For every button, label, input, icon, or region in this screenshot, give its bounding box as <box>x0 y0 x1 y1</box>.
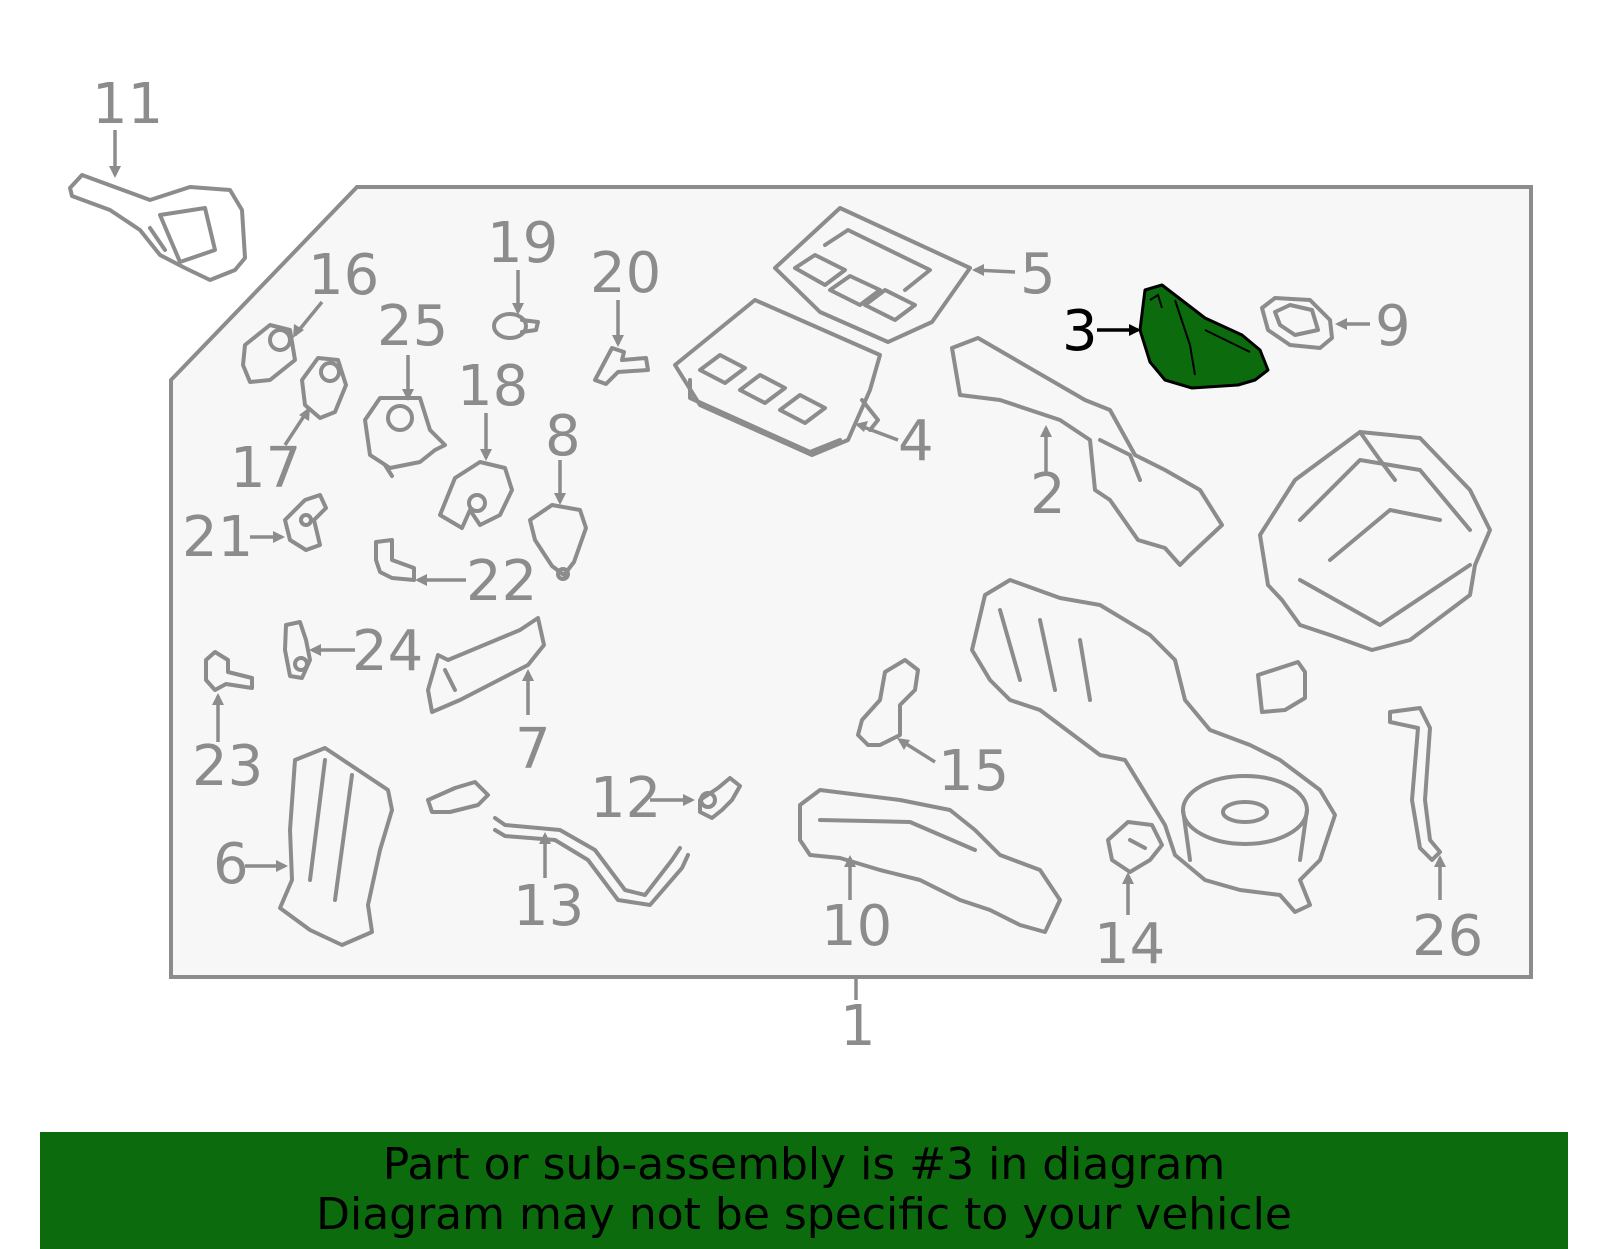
callout-4: 4 <box>898 409 934 474</box>
part-18 <box>438 460 514 530</box>
callout-17: 17 <box>230 436 301 501</box>
callout-26: 26 <box>1412 904 1483 969</box>
banner-line-1: Part or sub-assembly is #3 in diagram <box>382 1139 1226 1190</box>
part-2 <box>950 336 1224 567</box>
part-24 <box>283 620 312 680</box>
part-23 <box>204 650 254 692</box>
part-20 <box>593 346 650 386</box>
callout-3: 3 <box>1062 299 1098 364</box>
callout-2: 2 <box>1030 462 1066 527</box>
callout-19: 19 <box>487 211 558 276</box>
callout-13: 13 <box>513 874 584 939</box>
part-case <box>970 578 1337 914</box>
callout-22: 22 <box>466 549 537 614</box>
callout-7: 7 <box>515 717 551 782</box>
callout-15: 15 <box>938 739 1009 804</box>
part-25 <box>363 396 447 478</box>
part-21 <box>283 493 328 552</box>
part-blower-housing <box>1258 430 1492 652</box>
part-13-hose <box>493 816 690 907</box>
part-15 <box>856 658 920 747</box>
part-17 <box>300 356 348 420</box>
callout-18: 18 <box>457 354 528 419</box>
callout-12: 12 <box>590 766 661 831</box>
callout-11: 11 <box>92 72 163 137</box>
part-connector <box>426 780 490 814</box>
callout-21: 21 <box>182 505 253 570</box>
part-14 <box>1106 820 1164 874</box>
callout-23: 23 <box>192 734 263 799</box>
part-flap <box>1256 660 1307 714</box>
part-22 <box>374 538 416 582</box>
part-16 <box>241 323 297 384</box>
callout-25: 25 <box>377 294 448 359</box>
callout-10: 10 <box>821 894 892 959</box>
callout-8: 8 <box>545 404 581 469</box>
part-3-highlighted <box>1138 283 1270 390</box>
part-7 <box>426 616 546 714</box>
banner-line-2: Diagram may not be specific to your vehi… <box>316 1189 1292 1240</box>
part-10-duct <box>798 788 1062 934</box>
callout-16: 16 <box>308 243 379 308</box>
arrow-heads <box>109 166 1446 884</box>
callout-5: 5 <box>1020 242 1056 307</box>
part-4 <box>673 298 882 457</box>
callout-9: 9 <box>1375 294 1411 359</box>
part-19 <box>492 312 540 340</box>
part-12 <box>698 776 742 820</box>
callout-24: 24 <box>352 619 423 684</box>
callout-14: 14 <box>1094 912 1165 977</box>
part-8 <box>528 503 588 581</box>
callout-1: 1 <box>840 994 876 1059</box>
part-26-tube <box>1388 706 1442 862</box>
callout-6: 6 <box>213 832 249 897</box>
arrow-head-3 <box>1129 324 1141 336</box>
part-11-duct <box>68 173 247 282</box>
callout-20: 20 <box>590 241 661 306</box>
part-9 <box>1260 296 1334 350</box>
part-5 <box>773 206 972 344</box>
info-banner: Part or sub-assembly is #3 in diagram Di… <box>40 1132 1568 1249</box>
part-6 <box>278 746 394 947</box>
